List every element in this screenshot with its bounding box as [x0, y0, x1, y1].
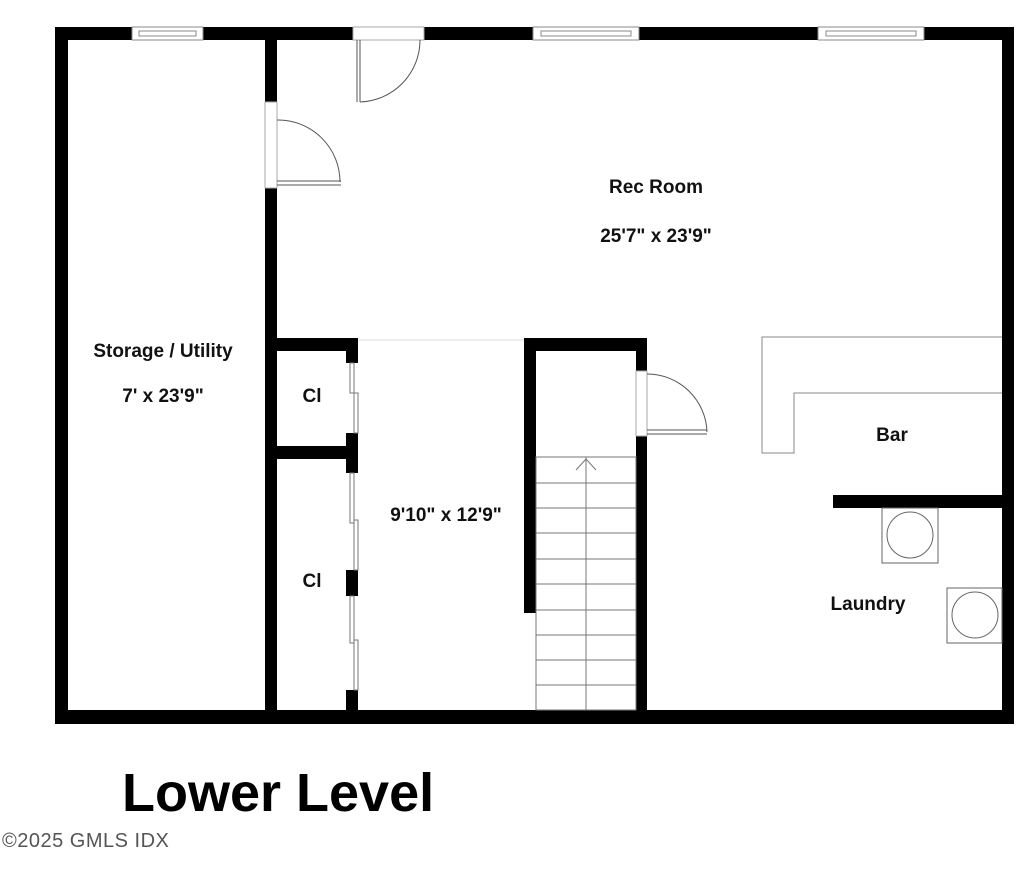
floor-title: Lower Level [122, 763, 435, 823]
door-top [352, 26, 425, 103]
bar-label: Bar [876, 425, 908, 446]
rec-room-dimensions: 25'7" x 23'9" [600, 226, 712, 247]
interior-walls [265, 27, 1003, 724]
dryer-icon [946, 587, 1003, 644]
door-stairs [635, 370, 708, 437]
storage-label: Storage / Utility [93, 341, 233, 362]
bar-counter [761, 336, 1002, 454]
doors [264, 26, 708, 691]
stairs [535, 456, 637, 711]
storage-dimensions: 7' x 23'9" [122, 386, 204, 407]
closet-doors [349, 362, 359, 691]
appliances [881, 507, 1003, 644]
door-storage [264, 101, 341, 189]
hall-dimensions: 9'10" x 12'9" [390, 505, 502, 526]
closet-lower-label: Cl [302, 571, 322, 592]
arrow-up-icon [575, 458, 597, 471]
exterior-walls [55, 27, 1014, 724]
closet-upper-label: Cl [302, 386, 322, 407]
windows [131, 26, 925, 41]
rec-room-label: Rec Room [609, 177, 703, 198]
laundry-label: Laundry [830, 594, 906, 615]
washer-icon [881, 507, 939, 564]
copyright-watermark: ©2025 GMLS IDX [2, 830, 170, 852]
